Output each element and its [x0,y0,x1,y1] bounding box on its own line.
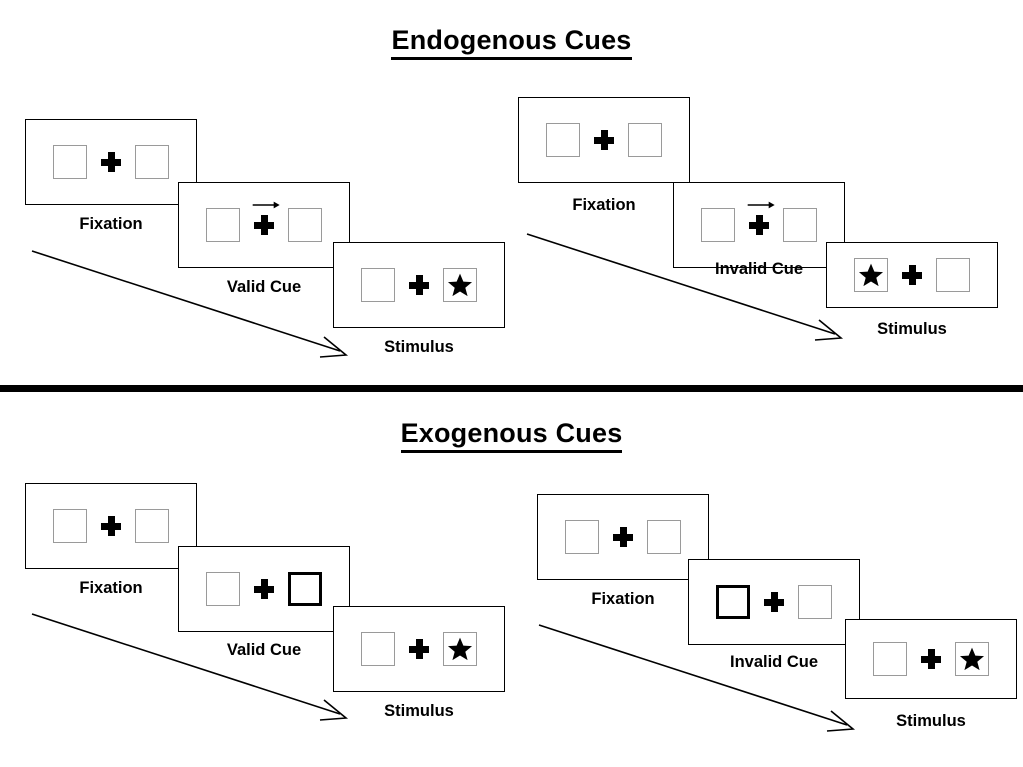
section-title-exogenous: Exogenous Cues [0,418,1023,453]
left-box [53,509,87,543]
fixation-cross-icon [409,275,429,295]
panel-label-exogenous-invalid-fixation: Fixation [591,590,655,608]
panel-endogenous-invalid-fixation [518,97,690,183]
panel-endogenous-invalid-cue [673,182,845,268]
right-box [443,268,477,302]
flow-arrow-endogenous-invalid [526,233,844,341]
left-box [361,268,395,302]
panel-content [53,509,169,543]
star-icon [858,263,884,287]
fixation-cross-icon [252,201,280,235]
left-box [546,123,580,157]
fixation-cross-icon [747,201,775,235]
right-box [647,520,681,554]
panel-content [701,201,817,242]
right-box [936,258,970,292]
panel-endogenous-valid-stimulus [333,242,505,328]
panel-endogenous-invalid-stimulus [826,242,998,308]
flow-arrow-endogenous-valid [31,250,349,358]
panel-exogenous-valid-stimulus [333,606,505,692]
left-box [565,520,599,554]
panel-label-endogenous-invalid-cue: Invalid Cue [714,260,804,278]
right-box [955,642,989,676]
fixation-cross-icon [594,130,614,150]
panel-label-endogenous-valid-stimulus: Stimulus [384,338,454,356]
panel-label-exogenous-valid-fixation: Fixation [79,579,143,597]
panel-content [873,642,989,676]
left-box [873,642,907,676]
panel-content [206,201,322,242]
panel-label-endogenous-invalid-fixation: Fixation [572,196,636,214]
panel-exogenous-valid-fixation [25,483,197,569]
panel-label-exogenous-invalid-cue: Invalid Cue [729,653,819,671]
panel-label-endogenous-valid-cue: Valid Cue [226,278,302,296]
right-box-cued [288,572,322,606]
fixation-cross-icon [254,579,274,599]
panel-endogenous-valid-cue [178,182,350,268]
panel-label-exogenous-valid-cue: Valid Cue [226,641,302,659]
flow-arrow-exogenous-valid [31,613,349,721]
panel-content [361,268,477,302]
left-box [854,258,888,292]
right-arrow-icon [252,201,280,209]
section-title-endogenous: Endogenous Cues [0,25,1023,60]
right-box [628,123,662,157]
section-divider [0,385,1023,392]
panel-content [854,258,970,292]
panel-content [361,632,477,666]
section-title-exogenous-text: Exogenous Cues [400,418,623,453]
panel-endogenous-valid-fixation [25,119,197,205]
panel-exogenous-valid-cue [178,546,350,632]
left-box [206,572,240,606]
right-box [135,145,169,179]
star-icon [447,273,473,297]
flow-arrow-exogenous-invalid [538,624,856,732]
left-box [206,208,240,242]
star-icon [959,647,985,671]
left-box-cued [716,585,750,619]
right-box [443,632,477,666]
panel-content [565,520,681,554]
left-box [53,145,87,179]
fixation-cross-icon [101,152,121,172]
panel-content [53,145,169,179]
fixation-cross-icon [764,592,784,612]
star-icon [447,637,473,661]
panel-content [716,585,832,619]
fixation-cross-icon [101,516,121,536]
right-box [783,208,817,242]
right-arrow-icon [747,201,775,209]
fixation-cross-icon [902,265,922,285]
fixation-cross-icon [409,639,429,659]
panel-label-endogenous-valid-fixation: Fixation [79,215,143,233]
left-box [701,208,735,242]
section-title-endogenous-text: Endogenous Cues [391,25,632,60]
fixation-cross-icon [921,649,941,669]
panel-exogenous-invalid-cue [688,559,860,645]
right-box [135,509,169,543]
right-box [288,208,322,242]
panel-exogenous-invalid-fixation [537,494,709,580]
panel-exogenous-invalid-stimulus [845,619,1017,699]
panel-content [206,572,322,606]
right-box [798,585,832,619]
fixation-cross-icon [613,527,633,547]
panel-label-exogenous-invalid-stimulus: Stimulus [896,712,966,730]
panel-label-endogenous-invalid-stimulus: Stimulus [877,320,947,338]
panel-label-exogenous-valid-stimulus: Stimulus [384,702,454,720]
panel-content [546,123,662,157]
left-box [361,632,395,666]
